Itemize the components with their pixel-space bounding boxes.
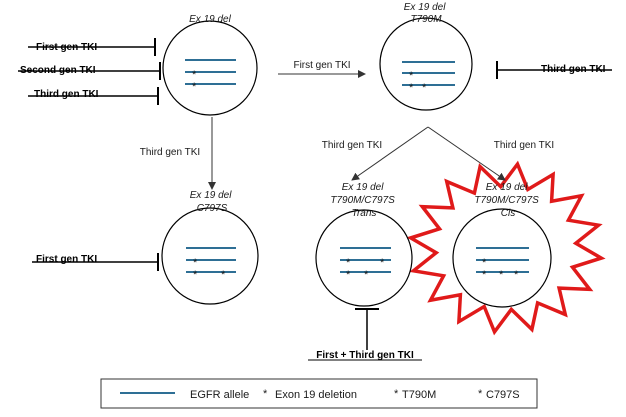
svg-text:First gen TKI: First gen TKI: [36, 254, 97, 265]
legend: EGFR allele * Exon 19 deletion * T790M *…: [100, 378, 538, 409]
cell-bottom-right-circle: [452, 208, 552, 308]
c797s-mark: *: [221, 269, 226, 281]
exon19-deletion-mark: *: [346, 257, 351, 269]
cell-top-left-label: Ex 19 del: [189, 14, 231, 25]
exon19-deletion-mark: *: [192, 69, 197, 81]
cell-bottom-left-circle: [161, 207, 259, 305]
inhibitor-first-gen-bottom-left: First gen TKI: [32, 253, 159, 271]
transition-label-third-gen-down: Third gen TKI: [140, 147, 200, 158]
exon19-deletion-mark: *: [482, 269, 487, 281]
transition-label-third-gen-trans: Third gen TKI: [322, 140, 382, 151]
cell-top-left-alleles: * *: [185, 59, 236, 93]
cell-top-right-label: Ex 19 del T790M: [404, 2, 448, 25]
transition-arrow-third-gen-cis: [427, 126, 506, 181]
svg-text:First + Third gen TKI: First + Third gen TKI: [316, 350, 414, 361]
inhibitor-third-gen-top-left: Third gen TKI: [28, 87, 159, 105]
c797s-mark: *: [380, 257, 385, 269]
cell-bottom-left-label: Ex 19 del C797S: [190, 190, 234, 214]
transition-arrow-third-gen-trans: [351, 126, 429, 181]
legend-t790m-mark: *: [394, 388, 399, 400]
cell-top-left-circle: [162, 20, 258, 116]
exon19-deletion-mark: *: [482, 257, 487, 269]
legend-egfr-allele-label: EGFR allele: [190, 389, 249, 401]
legend-c797s-mark: *: [478, 388, 483, 400]
exon19-deletion-mark: *: [193, 269, 198, 281]
exon19-deletion-mark: *: [193, 257, 198, 269]
legend-exon19-mark: *: [263, 388, 268, 400]
cell-bottom-left-alleles: * * *: [186, 247, 236, 281]
cell-bottom-right-label: Ex 19 del T790M/C797S Cis: [474, 182, 541, 219]
legend-exon19-label: Exon 19 deletion: [275, 389, 357, 401]
legend-t790m-label: T790M: [402, 389, 436, 401]
inhibitor-first-plus-third-bottom-middle: First + Third gen TKI: [308, 308, 422, 361]
cell-top-right-alleles: * * *: [402, 61, 455, 94]
exon19-deletion-mark: *: [409, 70, 414, 82]
exon19-deletion-mark: *: [409, 82, 414, 94]
transition-label-third-gen-cis: Third gen TKI: [494, 140, 554, 151]
inhibitor-second-gen-top-left: Second gen TKI: [18, 62, 161, 80]
transition-label-first-gen: First gen TKI: [293, 60, 350, 71]
cell-bottom-right-alleles: * * * *: [476, 247, 529, 281]
inhibitor-first-gen-top-left: First gen TKI: [28, 38, 156, 56]
svg-text:Third gen TKI: Third gen TKI: [34, 89, 99, 100]
cell-bottom-middle-label: Ex 19 del T790M/C797S Trans: [330, 182, 397, 219]
exon19-deletion-mark: *: [346, 269, 351, 281]
t790m-mark: *: [364, 269, 369, 281]
cell-top-right-circle: [379, 17, 473, 111]
t790m-mark: *: [422, 82, 427, 94]
cell-bottom-middle-circle: [315, 209, 413, 307]
inhibitor-third-gen-top-right: Third gen TKI: [496, 61, 612, 79]
cell-bottom-middle-alleles: * * * *: [340, 247, 391, 281]
exon19-deletion-mark: *: [192, 81, 197, 93]
c797s-mark: *: [514, 269, 519, 281]
t790m-mark: *: [499, 269, 504, 281]
legend-c797s-label: C797S: [486, 389, 520, 401]
